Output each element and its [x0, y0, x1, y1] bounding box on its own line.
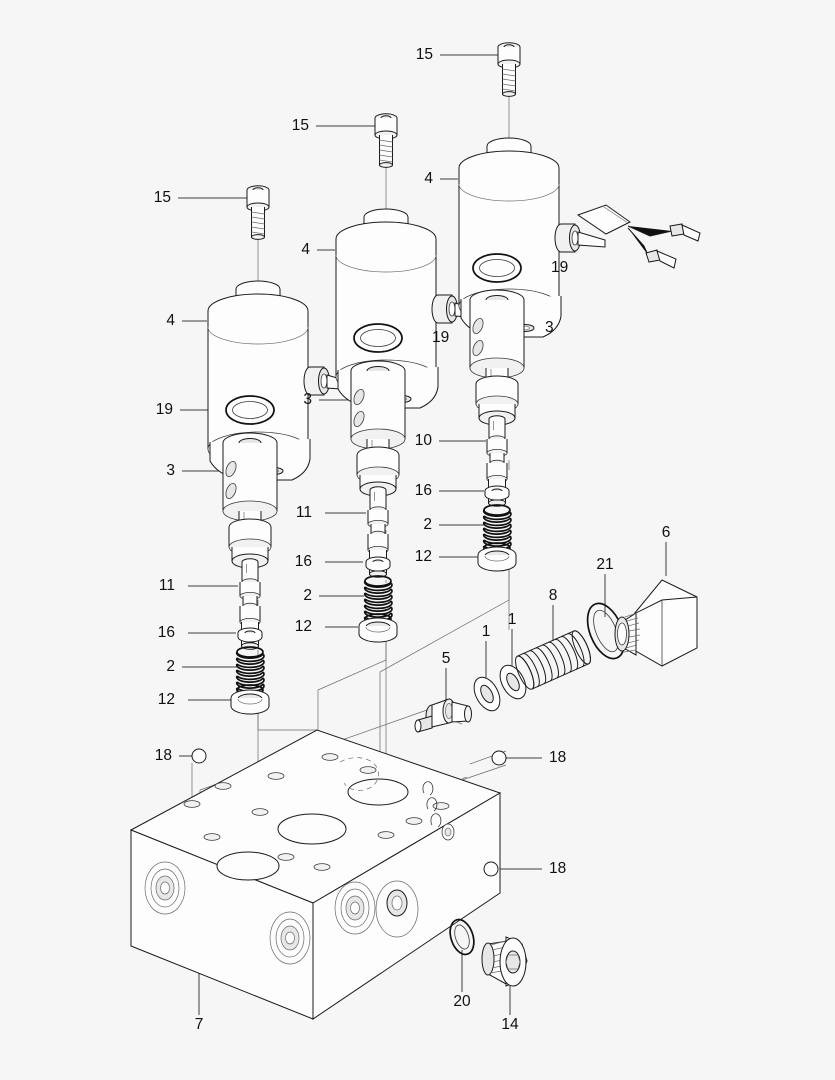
valve-body-3-middle	[350, 360, 406, 497]
relief-valve-assembly	[414, 579, 698, 733]
drain-plug-assembly	[449, 918, 528, 987]
callout-label-12: 12	[415, 548, 432, 565]
hex-socket	[505, 950, 521, 974]
ball-plug-18-right-upper	[491, 750, 507, 766]
port-bore	[277, 813, 347, 845]
callout-label-18: 18	[155, 747, 172, 764]
relief-poppet-5	[414, 698, 472, 733]
relief-cap-6	[614, 579, 698, 667]
callout-label-5: 5	[442, 650, 451, 667]
plug-screw-14	[481, 936, 528, 987]
spring-2-right	[482, 504, 512, 554]
ball-plug-18-left	[191, 748, 207, 764]
callout-label-2: 2	[423, 516, 432, 533]
washer-16-middle	[365, 556, 391, 572]
manifold-block-7	[129, 729, 507, 1020]
callout-label-8: 8	[549, 587, 558, 604]
bullet-terminal-1	[669, 223, 701, 242]
spring-2-middle	[363, 575, 393, 625]
callout-label-20: 20	[453, 993, 471, 1010]
spring-seat-12-middle	[358, 617, 398, 643]
callout-label-15: 15	[416, 46, 433, 63]
callout-label-11: 11	[296, 504, 312, 521]
callout-label-3: 3	[166, 462, 175, 479]
callout-label-21: 21	[596, 556, 613, 573]
callout-label-12: 12	[158, 691, 175, 708]
solenoid-stack-left	[207, 185, 355, 715]
callout-label-1: 1	[482, 623, 491, 640]
bullet-terminal-2	[645, 249, 677, 269]
washer-1-inner	[468, 672, 506, 716]
edge-holes	[422, 781, 455, 841]
callout-label-11: 11	[159, 577, 175, 594]
washer-1-outer	[494, 660, 532, 704]
callout-label-12: 12	[295, 618, 312, 635]
callout-label-3: 3	[545, 319, 554, 336]
cap-screw-15-left	[246, 185, 270, 240]
callout-label-10: 10	[415, 432, 433, 449]
callout-label-4: 4	[301, 241, 310, 258]
solenoid-stack-right	[458, 42, 701, 572]
cap-screw-15-right	[497, 42, 521, 97]
callout-label-19: 19	[432, 329, 449, 346]
callout-label-19: 19	[156, 401, 173, 418]
callout-label-14: 14	[501, 1016, 519, 1033]
wire-harness	[576, 204, 701, 269]
front-face-ports	[144, 861, 311, 965]
callout-label-2: 2	[166, 658, 175, 675]
callout-label-6: 6	[662, 524, 671, 541]
callout-label-16: 16	[158, 624, 175, 641]
right-face-ports	[334, 880, 419, 938]
callout-label-15: 15	[292, 117, 309, 134]
spring-seat-12-left	[230, 689, 270, 715]
callout-label-4: 4	[424, 170, 433, 187]
callout-label-18: 18	[549, 749, 566, 766]
callout-numbers: 1515154441919193331111101616162221212125…	[154, 46, 671, 1033]
callout-label-16: 16	[415, 482, 432, 499]
port-bore	[347, 778, 409, 806]
port-bore	[216, 851, 280, 881]
spring-seat-12-right	[477, 546, 517, 572]
callout-label-18: 18	[549, 860, 566, 877]
callout-label-16: 16	[295, 553, 312, 570]
ball-plug-18-right-lower	[483, 861, 499, 877]
valve-body-3-left	[222, 432, 278, 569]
callout-label-4: 4	[166, 312, 175, 329]
washer-16-right	[484, 485, 510, 501]
spring-2-left	[235, 646, 265, 696]
callout-label-1: 1	[508, 611, 517, 628]
callout-label-19: 19	[551, 259, 568, 276]
callout-label-15: 15	[154, 189, 171, 206]
callout-label-2: 2	[303, 587, 312, 604]
relief-spring-8	[515, 630, 591, 690]
valve-body-3-right	[469, 289, 525, 426]
cap-screw-15-middle	[374, 113, 398, 168]
callout-label-3: 3	[303, 391, 312, 408]
washer-16-left	[237, 627, 263, 643]
o-ring-20	[449, 918, 475, 956]
callout-label-7: 7	[195, 1016, 204, 1033]
